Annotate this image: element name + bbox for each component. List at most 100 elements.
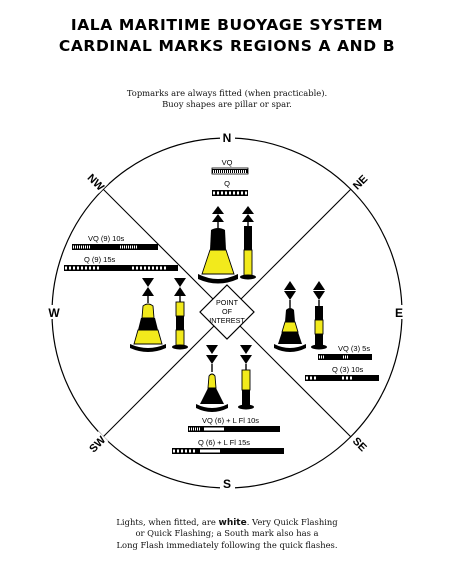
flash-tick — [231, 170, 232, 173]
flash-tick — [237, 170, 238, 173]
flash-tick — [73, 266, 75, 270]
flash-tick — [229, 170, 230, 173]
east-pillar-buoy — [274, 281, 306, 352]
flash-tick — [241, 191, 243, 195]
flash-tick — [239, 170, 240, 173]
south-spar-buoy — [238, 345, 254, 410]
intro-line-1: Topmarks are always fitted (when practic… — [126, 88, 328, 98]
flash-tick — [144, 266, 146, 270]
north-spar-buoy — [240, 206, 256, 280]
flash-tick — [132, 266, 134, 270]
flash-tick — [227, 170, 228, 173]
flash-tick — [130, 245, 131, 249]
west-cardinal: VQ (9) 10s Q (9) 15s — [64, 234, 188, 352]
flash-tick — [221, 191, 223, 195]
west-pillar-buoy — [130, 278, 166, 352]
flash-tick — [213, 191, 215, 195]
flash-tick — [217, 191, 219, 195]
west-vq-label: VQ (9) 10s — [88, 234, 125, 243]
flash-tick — [156, 266, 158, 270]
flash-tick — [243, 170, 244, 173]
flash-tick — [189, 449, 191, 453]
east-spar-buoy — [311, 281, 327, 350]
flash-tick — [75, 245, 76, 249]
flash-tick — [136, 266, 138, 270]
flash-tick — [185, 449, 187, 453]
flash-tick — [65, 266, 67, 270]
flash-tick — [87, 245, 88, 249]
flash-tick — [73, 245, 74, 249]
poi-line-3: INTEREST — [209, 316, 245, 325]
flash-tick — [314, 376, 316, 380]
flash-tick — [177, 449, 179, 453]
title-line-2: CARDINAL MARKS REGIONS A AND B — [58, 37, 396, 55]
flash-tick — [199, 427, 200, 431]
south-vq-label: VQ (6) + L Fl 10s — [202, 416, 259, 425]
flash-tick — [346, 376, 348, 380]
flash-tick — [193, 449, 195, 453]
flash-tick — [89, 245, 90, 249]
flash-tick — [245, 170, 246, 173]
poi-line-2: OF — [222, 307, 233, 316]
flash-tick — [148, 266, 150, 270]
flash-tick — [85, 245, 86, 249]
flash-tick — [241, 170, 242, 173]
flash-tick — [83, 245, 84, 249]
flash-tick — [215, 170, 216, 173]
east-q-label: Q (3) 10s — [332, 365, 364, 374]
north-label: N — [223, 131, 232, 145]
intro-line-2: Buoy shapes are pillar or spar. — [162, 99, 292, 109]
flash-tick — [221, 170, 222, 173]
east-vq-rhythm — [318, 354, 372, 360]
flash-tick — [225, 191, 227, 195]
flash-tick — [245, 191, 247, 195]
title-line-1: IALA MARITIME BUOYAGE SYSTEM — [70, 16, 384, 34]
flash-tick — [321, 355, 322, 359]
flash-tick — [136, 245, 137, 249]
flash-tick — [229, 191, 231, 195]
flash-tick — [164, 266, 166, 270]
flash-tick — [124, 245, 125, 249]
north-cardinal: VQ Q — [198, 158, 256, 284]
west-vq-rhythm — [72, 244, 158, 250]
flash-tick — [219, 170, 220, 173]
flash-tick — [342, 376, 344, 380]
north-pillar-buoy — [198, 206, 238, 284]
flash-tick — [173, 449, 175, 453]
flash-tick — [160, 266, 162, 270]
flash-tick — [347, 355, 348, 359]
flash-tick — [213, 170, 214, 173]
flash-tick — [223, 170, 224, 173]
west-q-rhythm — [64, 265, 178, 271]
flash-tick — [233, 191, 235, 195]
footer-text-c: . Very Quick Flashing — [246, 517, 338, 527]
flash-tick — [97, 266, 99, 270]
flash-tick — [350, 376, 352, 380]
flash-tick — [193, 427, 194, 431]
flash-tick — [319, 355, 320, 359]
south-q-rhythm — [172, 448, 284, 454]
footer-line-2: or Quick Flashing; a South mark also has… — [135, 528, 319, 538]
footer-white-word: white — [218, 518, 247, 528]
north-vq-rhythm — [211, 167, 249, 175]
flash-tick — [195, 427, 196, 431]
flash-tick — [81, 266, 83, 270]
north-q-rhythm — [212, 190, 248, 196]
flash-tick — [69, 266, 71, 270]
flash-tick — [126, 245, 127, 249]
south-label: S — [223, 477, 231, 491]
flash-tick — [306, 376, 308, 380]
west-spar-buoy — [172, 278, 188, 350]
flash-tick — [77, 245, 78, 249]
flash-tick — [85, 266, 87, 270]
northwest-label: NW — [85, 172, 107, 194]
south-cardinal: VQ (6) + L Fl 10s Q (6) + L Fl 15s — [172, 345, 284, 454]
east-label: E — [395, 306, 403, 320]
west-label: W — [48, 306, 60, 320]
long-flash-mark — [204, 427, 224, 431]
footer-line-3: Long Flash immediately following the qui… — [116, 540, 338, 550]
flash-tick — [152, 266, 154, 270]
south-pillar-buoy — [196, 345, 228, 412]
east-cardinal: VQ (3) 5s Q (3) 10s — [274, 281, 379, 381]
